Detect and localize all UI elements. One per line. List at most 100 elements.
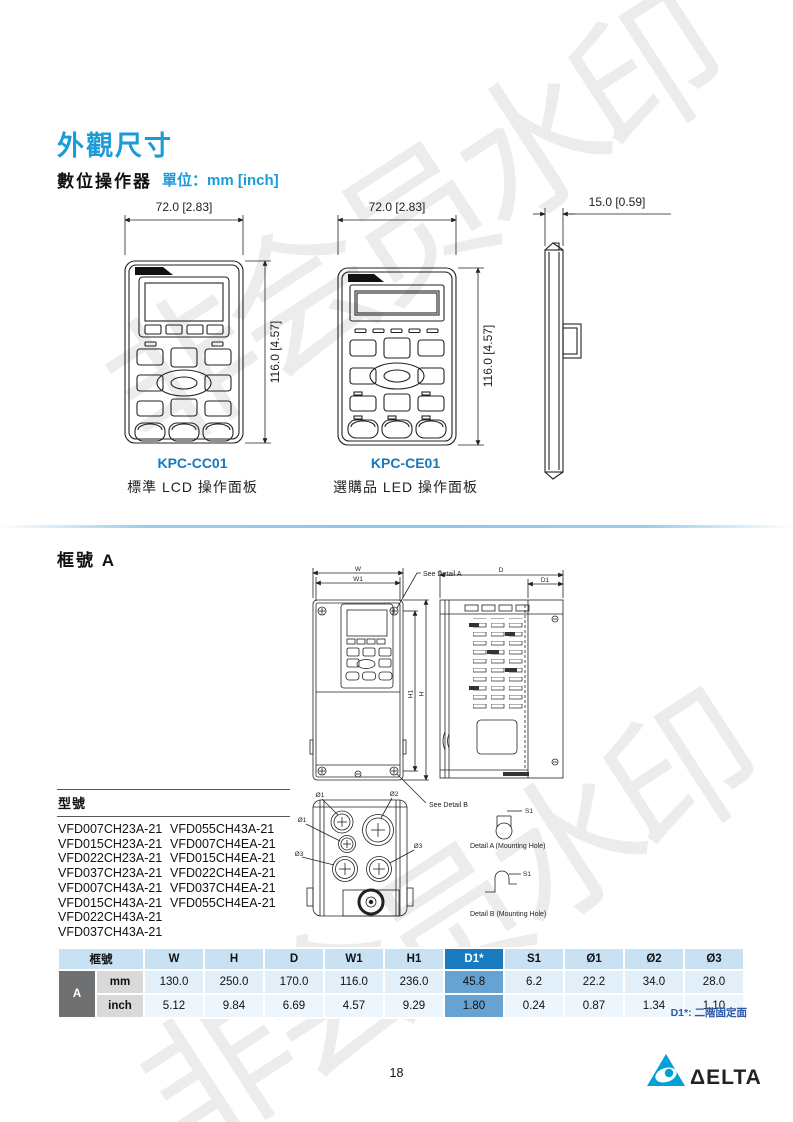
- model-item: VFD007CH23A-21: [58, 822, 163, 836]
- model-item: VFD055CH4EA-21: [170, 895, 276, 910]
- dim-width-kpc-ce01: 72.0 [2.83]: [369, 200, 426, 214]
- model-item: VFD015CH23A-21: [58, 836, 163, 851]
- delta-logo-text: ΔELTA: [690, 1066, 762, 1089]
- dim-width-kpc-cc01: 72.0 [2.83]: [156, 200, 213, 214]
- model-item: VFD022CH4EA-21: [170, 866, 276, 881]
- side-view-body: [544, 242, 582, 480]
- dim-depth-side-view: 15.0 [0.59]: [589, 195, 646, 209]
- col-header-h: H: [203, 947, 265, 971]
- cell-mm-d: 170.0: [263, 969, 325, 995]
- table-footnote: D1*: 二階固定面: [670, 1007, 747, 1019]
- col-header-d: D: [263, 947, 325, 971]
- frame-bottom-view: [306, 799, 414, 917]
- model-item: VFD007CH4EA-21: [170, 836, 276, 851]
- col-header-phi1: Ø1: [563, 947, 625, 971]
- label-phi1: Ø1: [316, 792, 325, 799]
- cell-in-phi3: 1.10: [683, 993, 745, 1019]
- label-s1-detail-a: S1: [525, 808, 533, 815]
- table-header-row: 框號 W H D W1 H1 D1* S1 Ø1 Ø2 Ø3: [57, 947, 745, 971]
- col-header-h1: H1: [383, 947, 445, 971]
- model-item: VFD022CH23A-21: [58, 851, 163, 866]
- model-item: VFD007CH43A-21: [58, 880, 163, 895]
- model-item: VFD015CH4EA-21: [170, 851, 276, 866]
- label-h: H: [419, 691, 426, 696]
- frame-front-view: [309, 599, 407, 781]
- col-header-phi3: Ø3: [683, 947, 745, 971]
- delta-logo-swoosh-core: [664, 1068, 674, 1078]
- model-item: VFD037CH4EA-21: [170, 880, 276, 895]
- col-header-w: W: [143, 947, 205, 971]
- cell-in-phi2: 1.34: [623, 993, 685, 1019]
- cell-in-phi1: 0.87: [563, 993, 625, 1019]
- keypad-side-view: 15.0 [0.59]: [533, 195, 671, 480]
- dim-height-kpc-cc01: 116.0 [4.57]: [268, 321, 282, 384]
- label-see-detail-a: See Detail A: [423, 571, 462, 578]
- dimension-table: 框號 W H D W1 H1 D1* S1 Ø1 Ø2 Ø3 A mm 130.…: [57, 947, 745, 1019]
- label-d1: D1: [541, 577, 550, 584]
- label-phi3-left: Ø3: [295, 851, 304, 858]
- keypad-model-kpc-ce01: KPC-CE01: [370, 455, 441, 471]
- frame-a-drawing: W W1 H1 H See Detail A See Detail B: [295, 566, 564, 918]
- model-list-col2: VFD055CH43A-21 VFD007CH4EA-21 VFD015CH4E…: [170, 822, 276, 940]
- table-row-inch: inch 5.12 9.84 6.69 4.57 9.29 1.80 0.24 …: [58, 993, 745, 1019]
- cell-in-w1: 4.57: [323, 993, 385, 1019]
- cell-mm-s1: 6.2: [503, 969, 565, 995]
- detail-a-drawing: [495, 810, 522, 840]
- cell-mm-w1: 116.0: [323, 969, 385, 995]
- keypad-drawing-kpc-cc01: 72.0 [2.83] 116.0 [4.57]: [124, 200, 282, 444]
- model-item: VFD015CH43A-21: [58, 895, 163, 910]
- label-d: D: [499, 567, 504, 574]
- cell-mm-h: 250.0: [203, 969, 265, 995]
- keypad-section-heading: 數位操作器: [57, 172, 152, 191]
- cell-in-h1: 9.29: [383, 993, 445, 1019]
- label-phi3-right: Ø3: [414, 843, 423, 850]
- model-list: 型號 VFD007CH23A-21 VFD015CH23A-21 VFD022C…: [57, 789, 290, 948]
- model-item: VFD022CH43A-21: [58, 910, 163, 925]
- unit-cell-mm: mm: [95, 969, 145, 995]
- label-h1: H1: [408, 689, 415, 698]
- label-w1: W1: [353, 576, 363, 583]
- cell-in-s1: 0.24: [503, 993, 565, 1019]
- keypad-body: [124, 260, 244, 444]
- keypad-drawing-kpc-ce01: 72.0 [2.83] 116.0 [4.57]: [337, 200, 495, 446]
- cell-in-h: 9.84: [203, 993, 265, 1019]
- col-header-s1: S1: [503, 947, 565, 971]
- frame-side-view: [439, 599, 564, 779]
- keypad-caption-kpc-cc01: 標準 LCD 操作面板: [127, 479, 258, 495]
- model-list-heading: 型號: [57, 789, 290, 817]
- unit-cell-inch: inch: [95, 993, 145, 1019]
- page-number: 18: [389, 1066, 404, 1080]
- detail-b-caption: Detail B (Mounting Hole): [470, 911, 546, 918]
- col-header-frame: 框號: [57, 947, 145, 971]
- cell-mm-d1: 45.8: [443, 969, 505, 995]
- detail-a-caption: Detail A (Mounting Hole): [470, 843, 545, 850]
- frame-side-dims: [439, 570, 564, 598]
- page-title: 外觀尺寸: [57, 131, 173, 161]
- delta-logo: ΔELTA: [647, 1054, 761, 1089]
- col-header-phi2: Ø2: [623, 947, 685, 971]
- table-row-mm: A mm 130.0 250.0 170.0 116.0 236.0 45.8 …: [57, 969, 745, 1019]
- keypad-model-kpc-cc01: KPC-CC01: [157, 455, 228, 471]
- model-item: VFD055CH43A-21: [170, 822, 275, 836]
- keypad-body: [337, 267, 457, 446]
- label-s1-detail-b: S1: [523, 871, 531, 878]
- keypad-caption-kpc-ce01: 選購品 LED 操作面板: [332, 479, 478, 495]
- frame-label-cell: A: [57, 969, 97, 1019]
- cell-in-w: 5.12: [143, 993, 205, 1019]
- label-w: W: [355, 566, 362, 573]
- section-divider: [0, 525, 793, 528]
- col-header-d1: D1*: [443, 947, 505, 971]
- cell-in-d1: 1.80: [443, 993, 505, 1019]
- model-item: VFD037CH23A-21: [58, 866, 163, 881]
- keypad-notch: [135, 267, 173, 275]
- label-phi1-mid: Ø1: [298, 817, 307, 824]
- cell-in-d: 6.69: [263, 993, 325, 1019]
- cell-mm-phi3: 28.0: [683, 969, 745, 995]
- cell-mm-w: 130.0: [143, 969, 205, 995]
- frame-section-heading: 框號 A: [57, 551, 116, 570]
- label-phi2: Ø2: [390, 791, 399, 798]
- model-item: VFD037CH43A-21: [58, 924, 163, 939]
- frame-bottom-leaders: [301, 797, 415, 866]
- cell-mm-phi2: 34.0: [623, 969, 685, 995]
